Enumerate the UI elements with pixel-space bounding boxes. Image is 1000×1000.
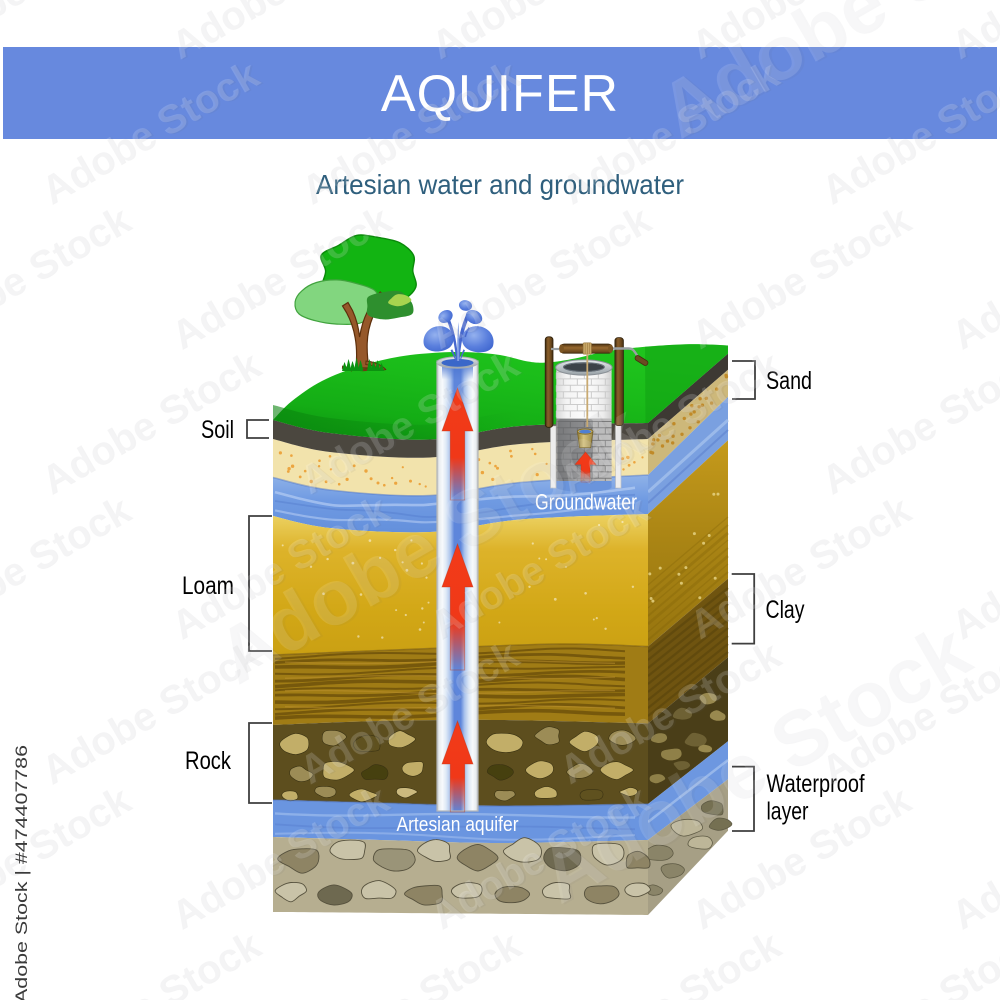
svg-text:Sand: Sand [766, 367, 812, 395]
svg-text:Artesian water and groundwater: Artesian water and groundwater [316, 169, 684, 200]
svg-text:Adobe Stock | #474407786: Adobe Stock | #474407786 [12, 745, 31, 1000]
svg-text:Loam: Loam [182, 572, 234, 600]
svg-text:layer: layer [767, 798, 809, 826]
svg-text:Rock: Rock [185, 747, 231, 775]
svg-text:Artesian aquifer: Artesian aquifer [397, 814, 519, 836]
svg-text:Groundwater: Groundwater [535, 490, 637, 515]
svg-text:Clay: Clay [766, 596, 805, 624]
svg-text:AQUIFER: AQUIFER [381, 65, 619, 123]
svg-text:Waterproof: Waterproof [767, 770, 865, 798]
svg-text:Soil: Soil [201, 416, 234, 444]
